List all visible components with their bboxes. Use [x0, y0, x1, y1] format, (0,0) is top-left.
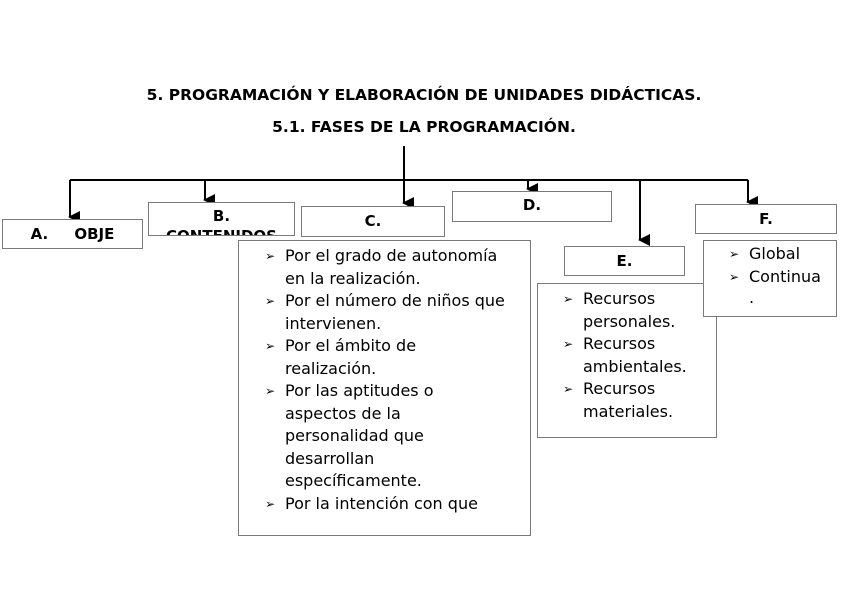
list-item: Recursos materiales. [563, 378, 693, 423]
list-item: Por las aptitudes o aspectos de la perso… [265, 380, 505, 493]
list-item: Global [729, 243, 834, 266]
list-item: Continua [729, 266, 834, 289]
node-b-label: B. [212, 207, 231, 225]
node-f: F. [695, 204, 837, 234]
node-c: C. [301, 206, 445, 237]
diagram-title: 5. PROGRAMACIÓN Y ELABORACIÓN DE UNIDADE… [146, 86, 702, 104]
node-d: D. [452, 191, 612, 222]
node-b: B. CONTENIDOS [148, 202, 295, 236]
node-a: A. OBJE [2, 219, 143, 249]
node-e-details: Recursos personales. Recursos ambientale… [537, 283, 717, 438]
list-item: Por la intención con que [265, 493, 505, 516]
node-b-sublabel: CONTENIDOS [166, 227, 277, 236]
node-c-details: Por el grado de autonomía en la realizac… [238, 240, 531, 536]
list-item: Por el número de niños que intervienen. [265, 290, 505, 335]
list-item: Recursos ambientales. [563, 333, 693, 378]
list-item: Recursos personales. [563, 288, 693, 333]
node-f-details: Global Continua . [703, 240, 837, 317]
list-item: Por el grado de autonomía en la realizac… [265, 245, 505, 290]
list-item: Por el ámbito de realización. [265, 335, 505, 380]
list-trailing-period: . [749, 288, 755, 307]
diagram-subtitle: 5.1. FASES DE LA PROGRAMACIÓN. [272, 118, 576, 136]
node-e: E. [564, 246, 685, 276]
